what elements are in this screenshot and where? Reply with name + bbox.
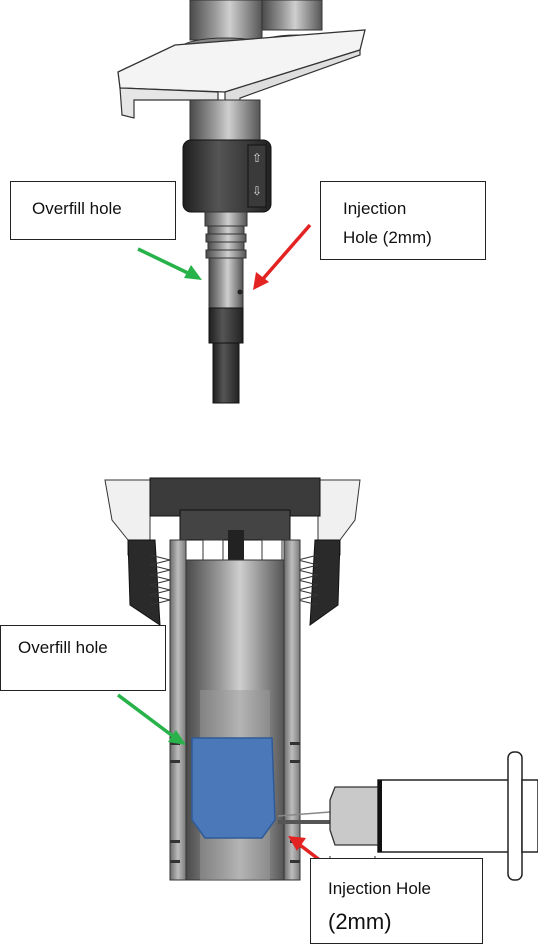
bottom-overfill-arrow xyxy=(116,693,186,745)
top-injection-label-line2: Hole (2mm) xyxy=(343,228,432,247)
top-overfill-arrow xyxy=(137,247,202,280)
bottom-overfill-label: Overfill hole xyxy=(18,638,108,657)
syringe-illustration xyxy=(329,751,538,881)
top-overfill-callout: Overfill hole xyxy=(10,181,176,240)
bottom-injection-label-line1: Injection Hole xyxy=(328,879,432,898)
top-injection-arrow xyxy=(253,223,312,290)
top-fitting-illustration: ⇧ ⇩ xyxy=(117,0,366,404)
top-overfill-label: Overfill hole xyxy=(32,199,122,218)
svg-text:⇩: ⇩ xyxy=(252,184,262,198)
bottom-injection-label-line2: (2mm) xyxy=(328,909,392,934)
bottom-section-illustration xyxy=(104,477,361,881)
top-injection-label-line1: Injection xyxy=(343,199,407,218)
top-injection-callout: Injection Hole (2mm) xyxy=(320,181,486,260)
svg-text:⇧: ⇧ xyxy=(252,151,262,165)
bottom-overfill-callout: Overfill hole xyxy=(0,625,166,691)
bottom-injection-callout: Injection Hole (2mm) xyxy=(310,858,483,944)
